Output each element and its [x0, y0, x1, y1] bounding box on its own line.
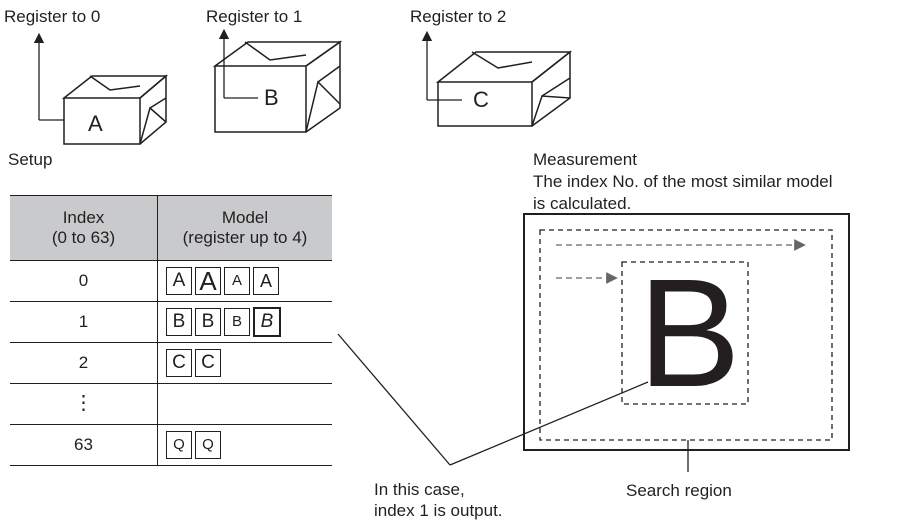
setup-table: Index (0 to 63) Model (register up to 4)…	[10, 195, 332, 466]
model-glyph: A	[166, 267, 192, 295]
setup-title: Setup	[8, 150, 53, 169]
box-letter-a: A	[88, 111, 103, 136]
model-glyph: C	[195, 349, 221, 377]
header-model-line2: (register up to 4)	[182, 228, 308, 247]
row-index: 1	[10, 301, 158, 343]
box-letter-b: B	[264, 85, 279, 110]
table-row: ⋮	[10, 383, 332, 425]
model-glyph-selected: B	[253, 307, 281, 337]
model-glyph: B	[224, 308, 250, 336]
register-label-1: Register to 1	[206, 7, 303, 26]
search-region-outline	[539, 229, 833, 441]
model-glyph: A	[224, 267, 250, 295]
header-model: Model (register up to 4)	[157, 195, 332, 261]
model-glyph: A	[195, 267, 221, 295]
measurement-frame	[523, 213, 850, 451]
model-glyph: A	[253, 267, 279, 295]
header-index-line2: (0 to 63)	[51, 228, 116, 247]
header-index-line1: Index	[62, 208, 105, 227]
model-window-outline	[621, 261, 749, 405]
model-glyph: Q	[166, 431, 192, 459]
row-index: 2	[10, 342, 158, 384]
measured-letter: B	[638, 247, 741, 419]
measurement-desc-line1: The index No. of the most similar model	[533, 172, 833, 191]
model-glyph: C	[166, 349, 192, 377]
measurement-desc-line2: is calculated.	[533, 194, 632, 213]
package-box-b	[212, 40, 343, 133]
vertical-ellipsis: ⋮	[73, 392, 94, 414]
search-region-label: Search region	[626, 481, 732, 500]
output-note-line1: In this case,	[374, 480, 465, 499]
pointer-to-measurement	[449, 381, 649, 466]
header-model-line1: Model	[221, 208, 269, 227]
register-label-2: Register to 2	[410, 7, 507, 26]
model-glyph: B	[166, 308, 192, 336]
header-index: Index (0 to 63)	[10, 195, 158, 261]
row-index: 63	[10, 424, 158, 466]
box-letter-c: C	[473, 87, 489, 112]
output-note-line2: index 1 is output.	[374, 501, 503, 520]
model-glyph: Q	[195, 431, 221, 459]
table-header-row: Index (0 to 63) Model (register up to 4)	[10, 195, 332, 261]
row-index-ellipsis: ⋮	[10, 383, 158, 425]
measurement-title: Measurement	[533, 150, 637, 169]
register-label-0: Register to 0	[4, 7, 101, 26]
package-box-a	[61, 74, 169, 145]
row-models	[157, 383, 332, 425]
row-index: 0	[10, 260, 158, 302]
package-box-c	[435, 50, 573, 127]
model-glyph: B	[195, 308, 221, 336]
pointer-to-model	[337, 333, 451, 466]
